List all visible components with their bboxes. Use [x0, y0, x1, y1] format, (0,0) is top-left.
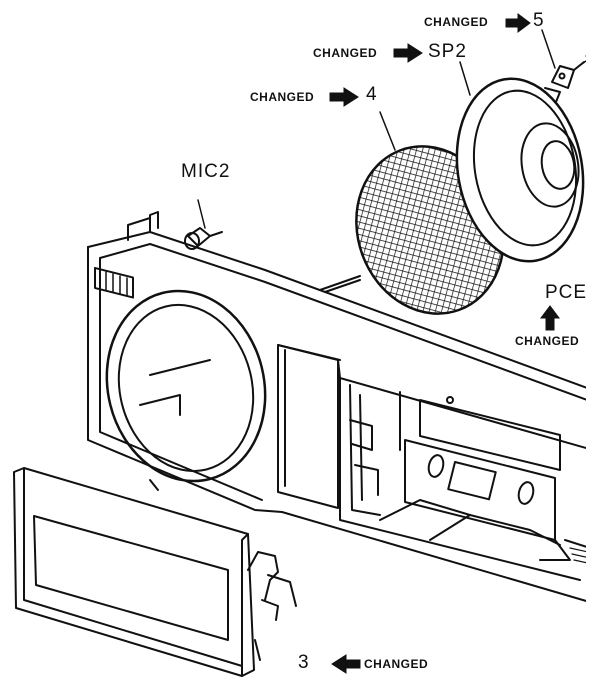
callout-arrows: [329, 13, 560, 674]
front-cabinet-panel: [87, 211, 586, 602]
sp2-speaker: [455, 61, 585, 263]
part-5-terminal: [541, 29, 586, 103]
mic2-capsule: [184, 199, 223, 250]
callout-mic2-part-label: MIC2: [181, 161, 231, 182]
callout-pcb-status: CHANGED: [515, 334, 580, 348]
callout-pcb-part-label: PCE: [545, 282, 588, 303]
callout-sp2-status: CHANGED: [313, 46, 378, 60]
part-3-door-panel: [13, 467, 297, 677]
callout-5-status: CHANGED: [424, 15, 489, 29]
callout-4-part-label: 4: [366, 84, 378, 105]
callout-5-part-label: 5: [533, 10, 545, 31]
guide-line: [319, 275, 361, 291]
arrow-right-icon: [505, 13, 531, 33]
callout-3-part-label: 3: [298, 652, 310, 673]
arrow-up-icon: [540, 305, 560, 331]
callout-3-status: CHANGED: [364, 657, 429, 671]
callout-sp2-part-label: SP2: [428, 41, 467, 62]
arrow-left-icon: [331, 654, 361, 674]
arrow-right-icon: [393, 43, 423, 63]
callout-4-status: CHANGED: [250, 90, 315, 104]
arrow-right-icon: [329, 87, 359, 107]
